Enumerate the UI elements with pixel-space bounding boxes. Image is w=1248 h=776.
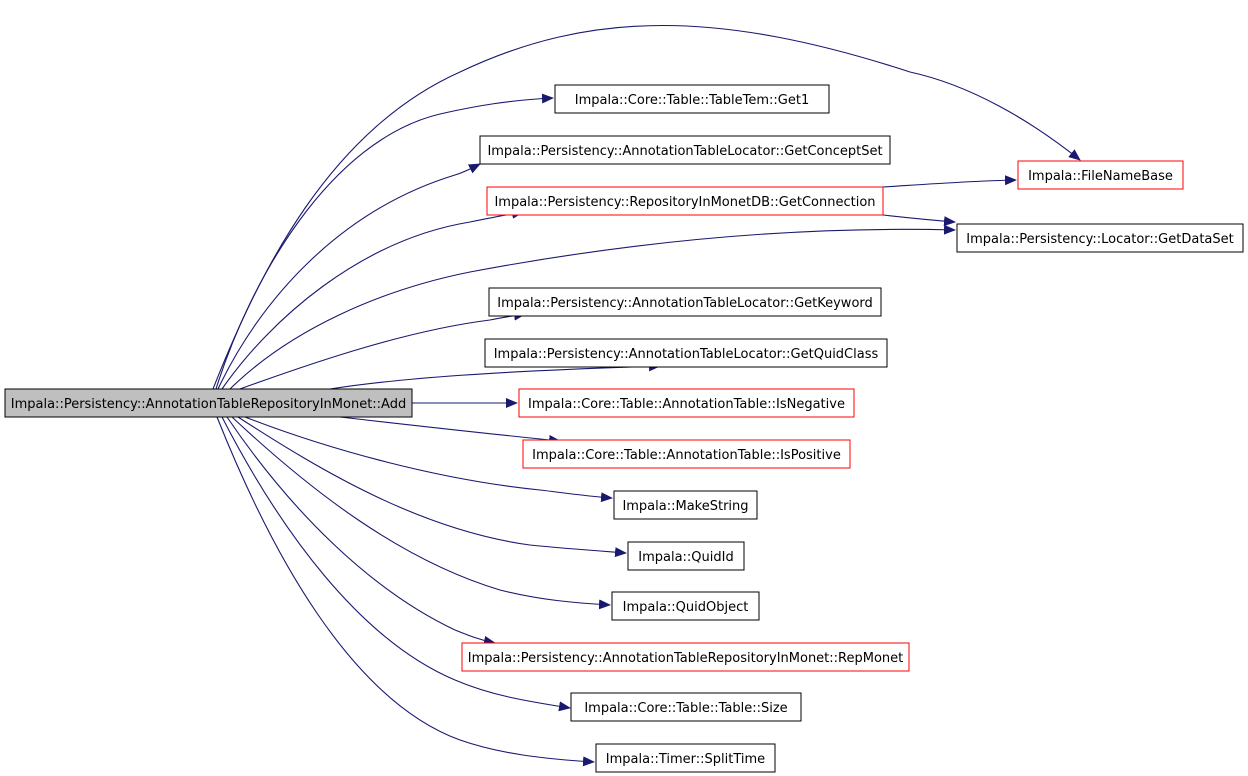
node-ispositive[interactable]: Impala::Core::Table::AnnotationTable::Is… [522, 439, 851, 469]
node-quidobject[interactable]: Impala::QuidObject [611, 591, 760, 621]
node-label-getconnection: Impala::Persistency::RepositoryInMonetDB… [494, 195, 875, 210]
edge-add-to-get1 [215, 93, 554, 390]
node-filenamebase[interactable]: Impala::FileNameBase [1017, 160, 1184, 190]
node-isnegative[interactable]: Impala::Core::Table::AnnotationTable::Is… [518, 388, 855, 418]
node-label-size: Impala::Core::Table::Table::Size [584, 701, 787, 716]
node-getquidclass[interactable]: Impala::Persistency::AnnotationTableLoca… [484, 338, 888, 368]
edge-add-to-getconnection [221, 208, 524, 390]
edge-getconnection-to-filenamebase [882, 175, 1017, 188]
node-getconnection[interactable]: Impala::Persistency::RepositoryInMonetDB… [486, 186, 884, 216]
node-label-getconceptset: Impala::Persistency::AnnotationTableLoca… [487, 144, 882, 159]
node-label-add: Impala::Persistency::AnnotationTableRepo… [11, 397, 406, 412]
edge-add-to-makestring [244, 416, 613, 503]
edge-add-to-getdataset [229, 224, 956, 390]
node-label-getdataset: Impala::Persistency::Locator::GetDataSet [966, 232, 1233, 247]
node-box-getconceptset [479, 135, 891, 165]
node-label-isnegative: Impala::Core::Table::AnnotationTable::Is… [528, 397, 845, 412]
node-size[interactable]: Impala::Core::Table::Table::Size [570, 692, 802, 722]
edge-add-to-quidid [237, 416, 627, 558]
node-getkeyword[interactable]: Impala::Persistency::AnnotationTableLoca… [488, 287, 882, 317]
node-label-splittime: Impala::Timer::SplitTime [606, 752, 765, 767]
node-label-repmonet: Impala::Persistency::AnnotationTableRepo… [468, 651, 904, 666]
node-box-filenamebase [1017, 160, 1184, 190]
edge-add-to-getconceptset [217, 163, 481, 390]
node-box-makestring [613, 490, 758, 520]
edge-add-to-filenamebase [212, 24, 1081, 390]
node-box-getdataset [956, 223, 1244, 253]
edge-add-to-ispositive [339, 416, 561, 445]
node-quidid[interactable]: Impala::QuidId [627, 541, 745, 571]
node-splittime[interactable]: Impala::Timer::SplitTime [595, 743, 776, 773]
node-label-ispositive: Impala::Core::Table::AnnotationTable::Is… [532, 448, 841, 463]
node-label-get1: Impala::Core::Table::TableTem::Get1 [575, 93, 810, 108]
node-box-get1 [554, 84, 830, 114]
node-box-size [570, 692, 802, 722]
node-box-splittime [595, 743, 776, 773]
nodes-layer: Impala::Persistency::AnnotationTableRepo… [4, 84, 1244, 773]
node-box-getconnection [486, 186, 884, 216]
node-box-isnegative [518, 388, 855, 418]
node-box-quidobject [611, 591, 760, 621]
edge-add-to-splittime [216, 416, 595, 767]
node-add: Impala::Persistency::AnnotationTableRepo… [4, 388, 413, 418]
node-box-quidid [627, 541, 745, 571]
edge-add-to-repmonet [226, 416, 496, 646]
edge-getconnection-to-getdataset [882, 214, 956, 227]
edge-add-to-quidobject [231, 416, 611, 610]
node-makestring[interactable]: Impala::MakeString [613, 490, 758, 520]
node-get1[interactable]: Impala::Core::Table::TableTem::Get1 [554, 84, 830, 114]
node-getdataset[interactable]: Impala::Persistency::Locator::GetDataSet [956, 223, 1244, 253]
node-box-getquidclass [484, 338, 888, 368]
edge-add-to-size [221, 416, 571, 712]
node-box-getkeyword [488, 287, 882, 317]
node-label-getquidclass: Impala::Persistency::AnnotationTableLoca… [494, 347, 879, 362]
edge-add-to-getkeyword [239, 310, 526, 390]
node-box-repmonet [461, 642, 910, 672]
node-repmonet[interactable]: Impala::Persistency::AnnotationTableRepo… [461, 642, 910, 672]
edges-layer [212, 24, 1081, 767]
edge-add-to-getquidclass [329, 361, 661, 390]
node-label-quidid: Impala::QuidId [638, 550, 733, 565]
node-label-quidobject: Impala::QuidObject [623, 600, 749, 615]
node-label-filenamebase: Impala::FileNameBase [1028, 169, 1173, 184]
node-label-makestring: Impala::MakeString [622, 499, 748, 514]
node-label-getkeyword: Impala::Persistency::AnnotationTableLoca… [497, 296, 873, 311]
node-box-ispositive [522, 439, 851, 469]
node-box-add [4, 388, 413, 418]
node-getconceptset[interactable]: Impala::Persistency::AnnotationTableLoca… [479, 135, 891, 165]
